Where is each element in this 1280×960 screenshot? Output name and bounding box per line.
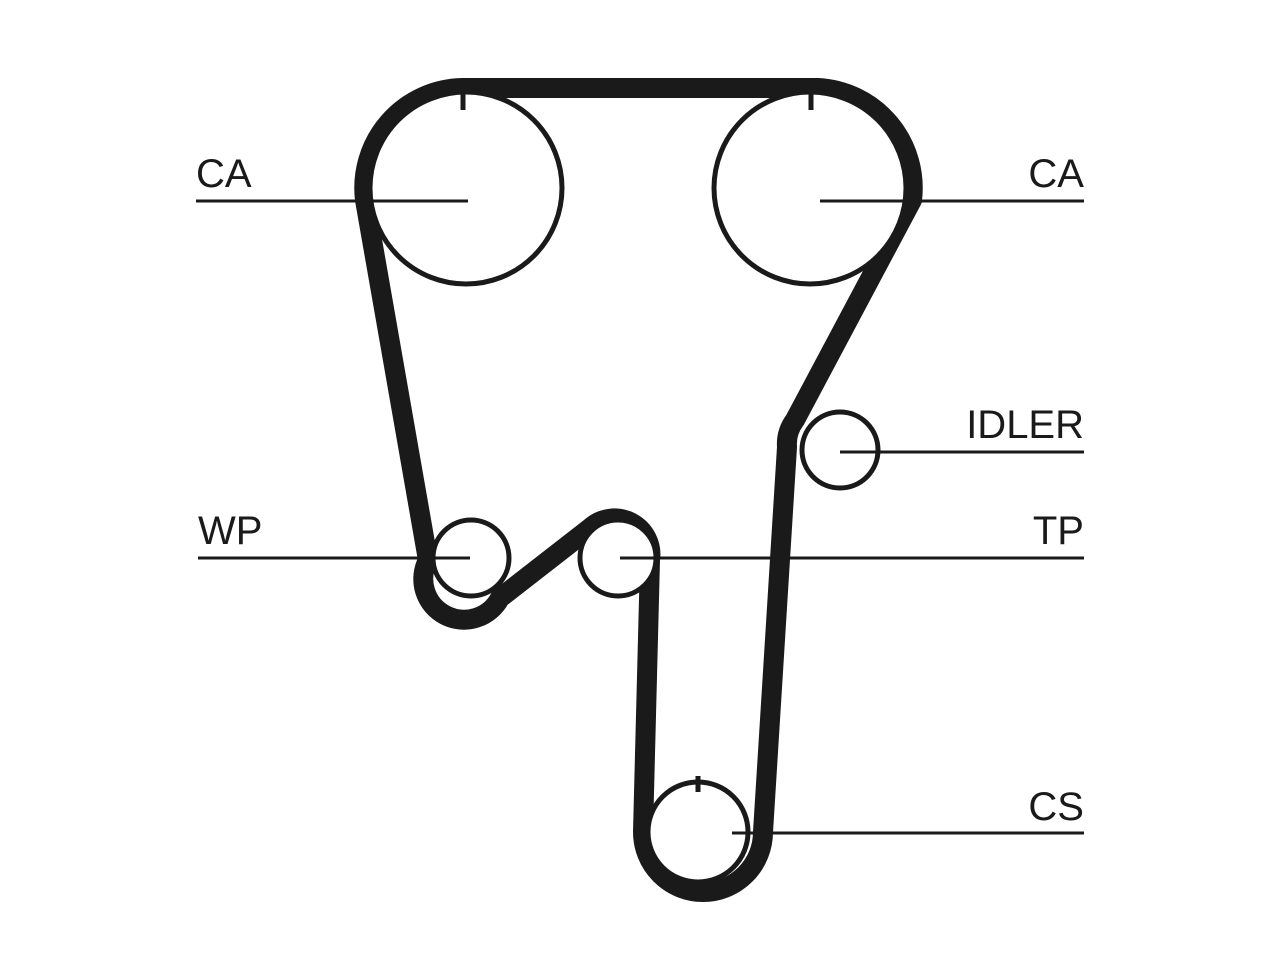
label-camshaft-right: CA: [1028, 152, 1084, 196]
camshaft-pulley-left: [367, 89, 565, 287]
idler-pulley: [799, 409, 881, 491]
label-camshaft-left: CA: [196, 152, 252, 196]
crankshaft-pulley: [645, 776, 751, 885]
camshaft-pulley-right: [711, 89, 909, 287]
label-water-pump: WP: [198, 509, 262, 553]
label-tensioner: TP: [1033, 509, 1084, 553]
label-crankshaft: CS: [1028, 785, 1084, 829]
label-idler: IDLER: [966, 403, 1084, 447]
